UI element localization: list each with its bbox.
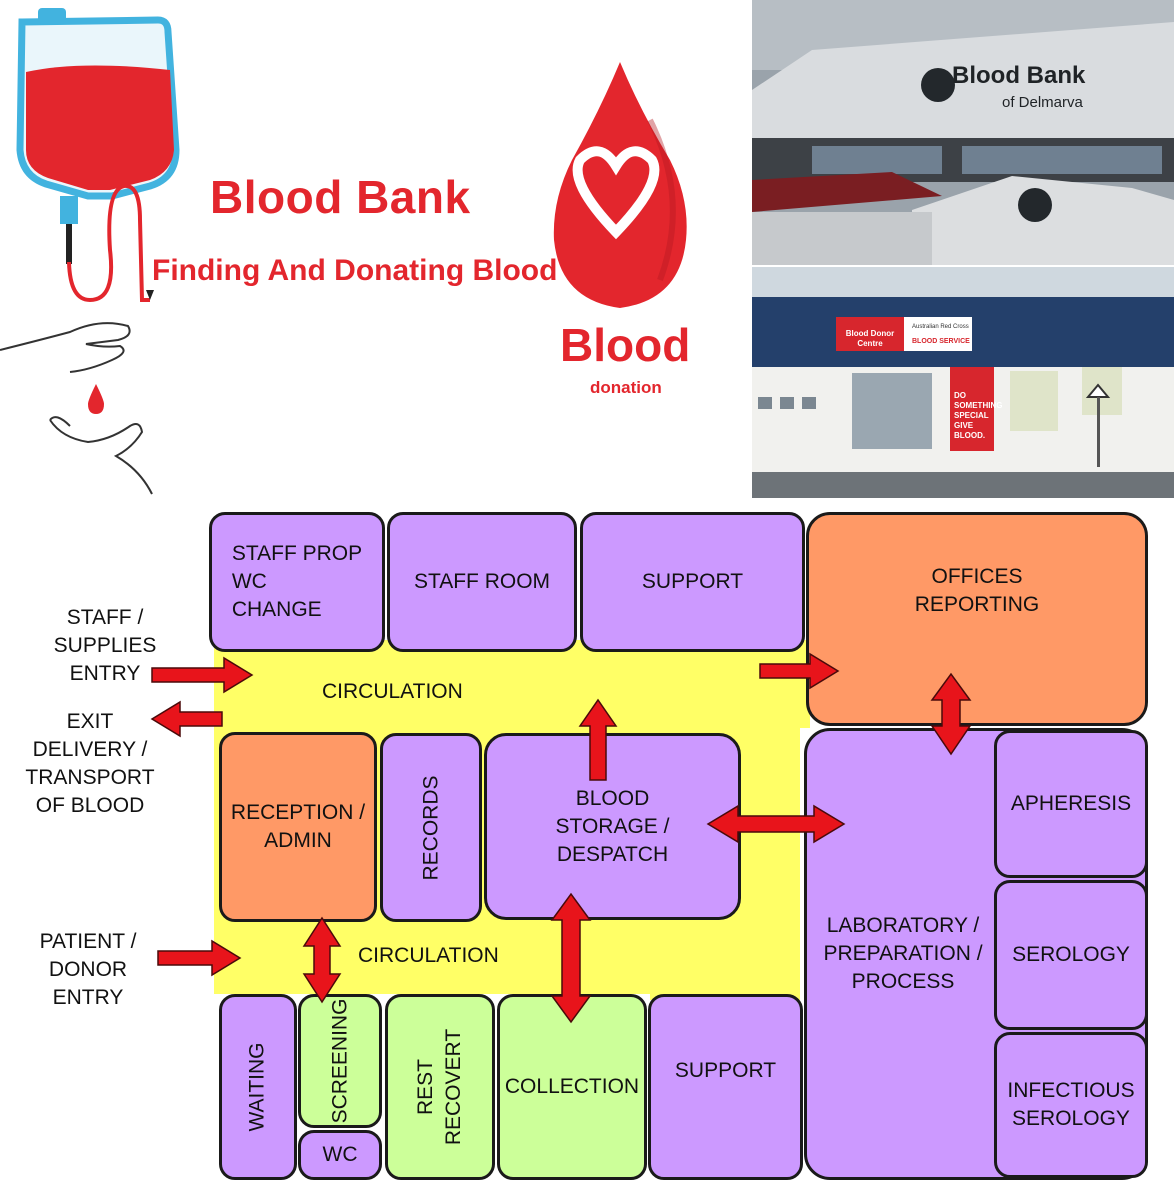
apheresis-label: APHERESIS: [1010, 792, 1132, 815]
exit-arrow: [150, 700, 223, 738]
circulation-bottom-label: CIRCULATION: [358, 944, 499, 967]
blood-word: Blood: [560, 319, 691, 371]
wc-room: WC: [298, 1130, 382, 1180]
offices-lab-arrow: [930, 672, 972, 756]
blood-bag-icon: [16, 8, 180, 303]
records-room: RECORDS: [380, 733, 482, 922]
reception-label: RECEPTION / ADMIN: [230, 801, 366, 852]
wc-label: WC: [322, 1143, 358, 1166]
reception-admin-room: RECEPTION / ADMIN: [219, 732, 377, 922]
staff-entry-arrow: [151, 656, 254, 694]
donor-centre-photo-illustration: [752, 267, 1174, 498]
storage-collection-arrow: [550, 892, 592, 1024]
red-cross-org-sign: Australian Red Cross: [912, 324, 969, 330]
banner-illustration: [0, 8, 687, 495]
rest-recovery-room: REST RECOVERT: [385, 994, 495, 1180]
laboratory-label: LABORATORY / PREPARATION / PROCESS: [823, 914, 983, 993]
photo-blood-bank-building: Blood Bank of Delmarva: [752, 0, 1174, 265]
apheresis-room: APHERESIS: [994, 730, 1148, 878]
blood-drop-heart-icon: [553, 62, 687, 308]
exit-delivery-label: EXIT DELIVERY / TRANSPORT OF BLOOD: [25, 710, 155, 817]
serology-room: SEROLOGY: [994, 880, 1148, 1030]
support-room-top: SUPPORT: [580, 512, 805, 652]
blood-drop-small-icon: [88, 384, 104, 414]
support-room-bottom: SUPPORT: [648, 994, 803, 1180]
blood-storage-despatch-room: BLOOD STORAGE / DESPATCH: [484, 733, 741, 920]
hands-drop-icon: [0, 322, 153, 495]
support-bottom-label: SUPPORT: [674, 1059, 777, 1082]
blood-bank-banner: Blood Bank Finding And Donating Blood Bl…: [0, 0, 752, 497]
donor-centre-sign: Blood Donor Centre: [845, 329, 895, 348]
donation-word: donation: [590, 378, 662, 397]
staff-room: STAFF ROOM: [387, 512, 577, 652]
staff-entry-label: STAFF / SUPPLIES ENTRY: [53, 606, 157, 685]
staff-room-label: STAFF ROOM: [413, 570, 551, 593]
building-photo-illustration: [752, 0, 1174, 265]
banner-title: Blood Bank: [210, 171, 471, 223]
waiting-room: WAITING: [219, 994, 297, 1180]
offices-reporting-room: OFFICES REPORTING: [806, 512, 1148, 726]
patient-entry-arrow: [157, 939, 242, 977]
floor-plan: STAFF PROP WC CHANGE STAFF ROOM SUPPORT …: [0, 500, 1174, 1200]
staff-prop-wc-change-room: STAFF PROP WC CHANGE: [209, 512, 385, 652]
blood-service-sign: BLOOD SERVICE: [912, 338, 970, 345]
collection-label: COLLECTION: [504, 1075, 640, 1098]
building-sign-title: Blood Bank: [952, 62, 1086, 89]
blood-storage-label: BLOOD STORAGE / DESPATCH: [555, 786, 670, 866]
serology-label: SEROLOGY: [1012, 943, 1130, 966]
photo-donor-centre: Blood Donor Centre Australian Red Cross …: [752, 267, 1174, 498]
reception-screening-arrow: [302, 916, 342, 1004]
patient-entry-label: PATIENT / DONOR ENTRY: [39, 930, 137, 1009]
infectious-serology-label: INFECTIOUS SEROLOGY: [1007, 1079, 1135, 1130]
flow-arrows: [150, 652, 972, 1024]
screening-room: SCREENING: [298, 994, 382, 1128]
storage-up-arrow: [578, 698, 618, 781]
building-sign-subtitle: of Delmarva: [1002, 94, 1083, 111]
to-offices-arrow: [759, 652, 840, 690]
infectious-serology-room: INFECTIOUS SEROLOGY: [994, 1032, 1148, 1178]
support-top-label: SUPPORT: [641, 570, 744, 593]
banner-subtitle: Finding And Donating Blood: [152, 254, 558, 287]
circulation-top-label: CIRCULATION: [322, 680, 463, 703]
storage-lab-arrow: [706, 804, 846, 844]
give-blood-window-sign: DO SOMETHING SPECIAL GIVE BLOOD.: [954, 391, 1003, 440]
staff-prop-label: STAFF PROP WC CHANGE: [231, 542, 363, 621]
offices-label: OFFICES REPORTING: [914, 565, 1040, 616]
